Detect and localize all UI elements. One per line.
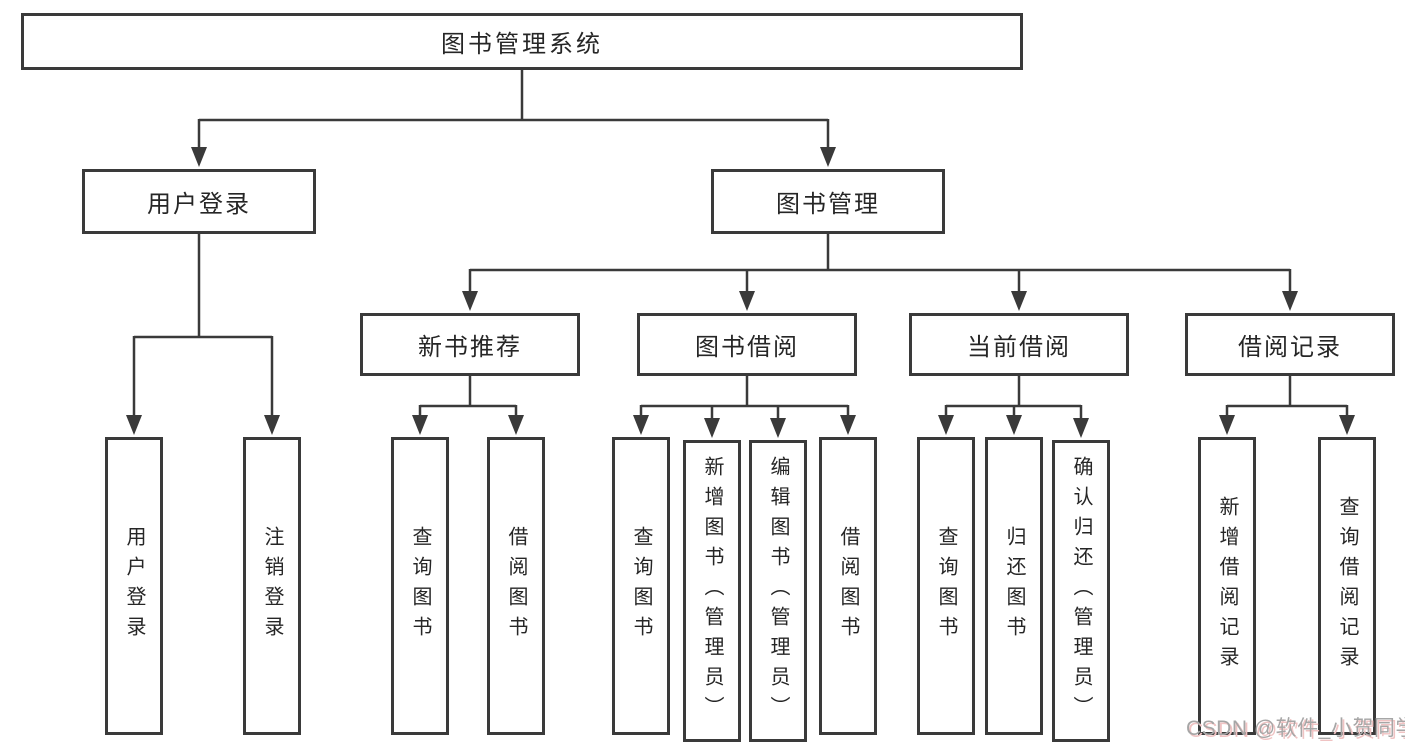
node-current-borrow: 当前借阅 xyxy=(909,313,1129,376)
node-root-library-system: 图书管理系统 xyxy=(21,13,1023,70)
leaf-user-login: 用户登录 xyxy=(105,437,163,735)
edge-borrowrecords-group xyxy=(1225,376,1349,417)
leaf-confirm-return-admin: 确认归还（管理员） xyxy=(1052,440,1110,742)
node-borrow-records: 借阅记录 xyxy=(1185,313,1395,376)
edge-root-to-level2 xyxy=(197,70,830,149)
csdn-watermark: CSDN @软件_小贺同学 xyxy=(1186,717,1405,740)
leaf-query-books-recommend: 查询图书 xyxy=(391,437,449,735)
leaf-borrow-books-recommend: 借阅图书 xyxy=(487,437,545,735)
leaf-return-books: 归还图书 xyxy=(985,437,1043,735)
edge-userlogin-group xyxy=(132,234,274,417)
node-book-borrow: 图书借阅 xyxy=(637,313,857,376)
edge-bookmgmt-to-level3 xyxy=(468,234,1292,293)
leaf-add-books-admin: 新增图书（管理员） xyxy=(683,440,741,742)
leaf-query-books-current: 查询图书 xyxy=(917,437,975,735)
leaf-add-borrow-record: 新增借阅记录 xyxy=(1198,437,1256,735)
leaf-query-borrow-record: 查询借阅记录 xyxy=(1318,437,1376,735)
arrowheads xyxy=(126,147,1355,438)
leaf-edit-books-admin: 编辑图书（管理员） xyxy=(749,440,807,742)
edge-currentborrow-group xyxy=(944,376,1083,420)
leaf-borrow-books: 借阅图书 xyxy=(819,437,877,735)
edge-newbook-group xyxy=(418,376,518,417)
leaf-logout: 注销登录 xyxy=(243,437,301,735)
leaf-query-books-borrow: 查询图书 xyxy=(612,437,670,735)
edge-bookborrow-group xyxy=(639,376,850,420)
node-new-book-recommend: 新书推荐 xyxy=(360,313,580,376)
node-user-login: 用户登录 xyxy=(82,169,316,234)
node-book-management: 图书管理 xyxy=(711,169,945,234)
